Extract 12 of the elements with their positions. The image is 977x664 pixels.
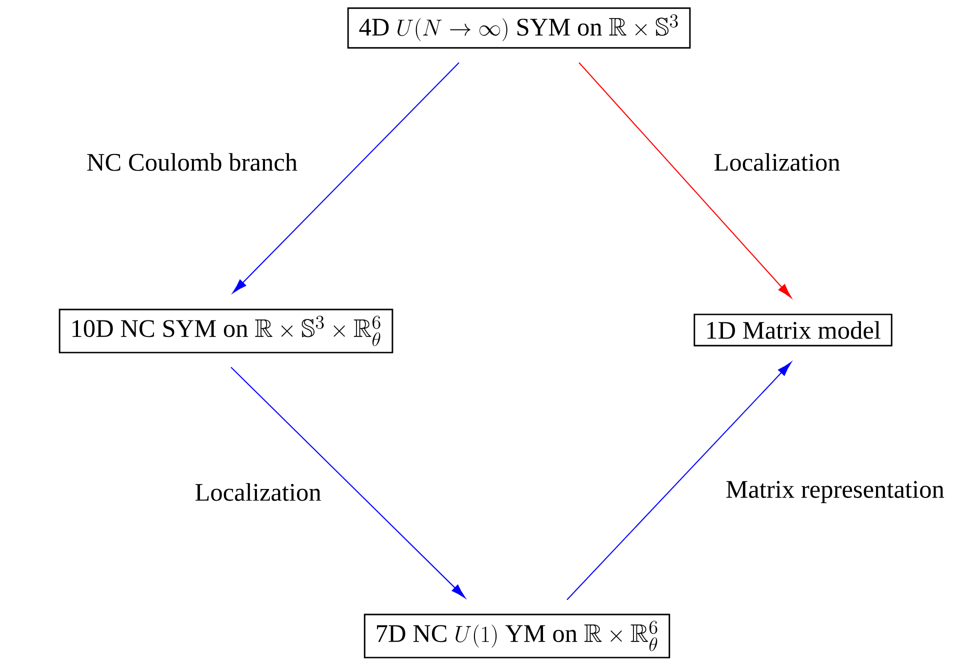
edge-label: Localization	[711, 150, 843, 174]
edge-label: Localization	[192, 480, 324, 504]
math-box: $\text{7D NC }U(1)\text{ YM on }\mathbb{R}\times\mathbb{R}^6_\theta$	[364, 614, 670, 658]
arrow	[578, 62, 792, 298]
math-box: $\text{4D }U(N\to\infty)\text{ SYM on }\mathbb{R}\times\mathbb{S}^3$	[347, 7, 691, 49]
arrow	[230, 366, 466, 598]
arrow	[232, 62, 460, 294]
math-box: $\text{10D NC SYM on }\mathbb{R}\times\mathbb{S}^3\times\mathbb{R}^6_\theta$	[58, 308, 394, 354]
edge-label: Matrix representation	[722, 478, 948, 506]
edge-label: NC Coulomb branch	[84, 150, 300, 174]
math-box: $\text{1D Matrix model}$	[694, 314, 892, 346]
arrow	[566, 362, 792, 600]
